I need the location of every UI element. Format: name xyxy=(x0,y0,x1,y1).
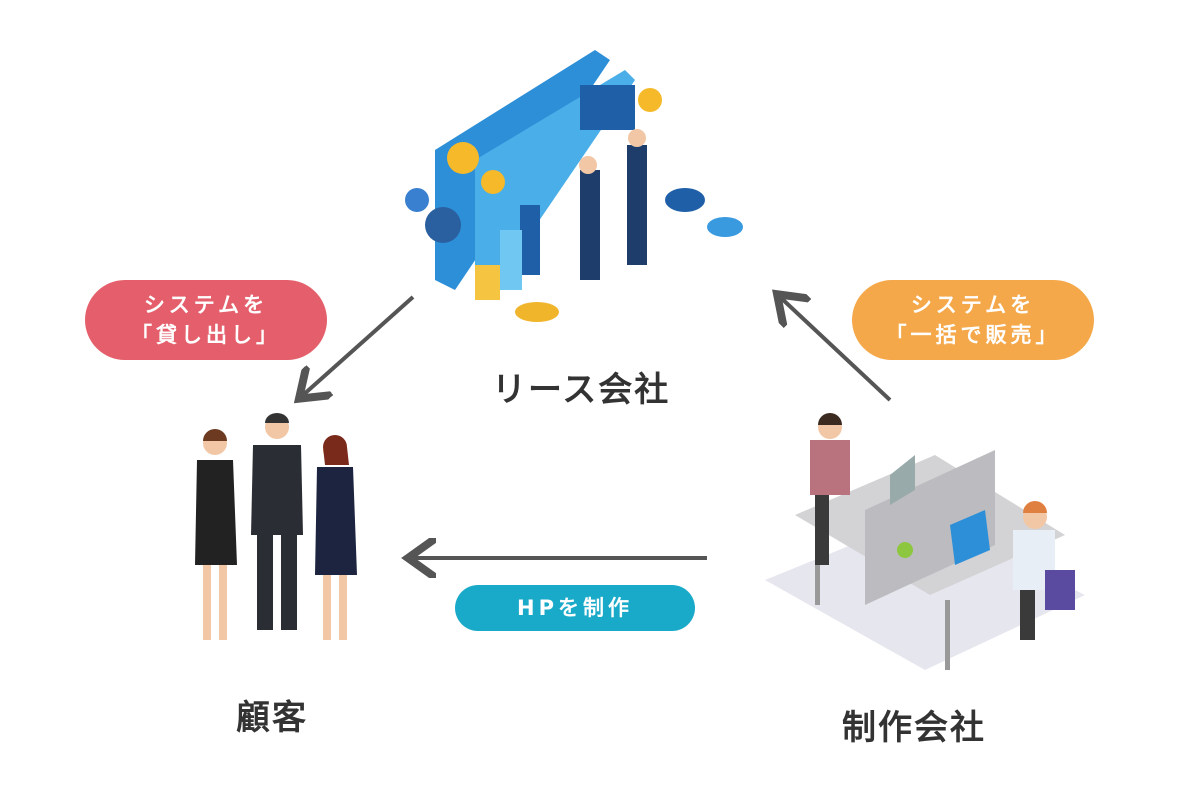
sell-system-badge: システムを 「一括で販売」 xyxy=(852,280,1094,360)
lend-line1: システムを xyxy=(143,293,269,317)
arrow-lease-to-customer xyxy=(302,295,415,396)
sell-line2: 「一括で販売」 xyxy=(885,323,1061,347)
lease-company-label: リース会社 xyxy=(492,370,671,410)
make-hp-badge: HPを制作 xyxy=(455,585,695,631)
sell-line1: システムを xyxy=(910,293,1036,317)
customer-label: 顧客 xyxy=(236,698,308,738)
make-hp-label: HPを制作 xyxy=(517,596,633,620)
lend-line2: 「貸し出し」 xyxy=(131,323,281,347)
production-company-label: 制作会社 xyxy=(842,708,986,748)
lend-system-badge: システムを 「貸し出し」 xyxy=(85,280,327,360)
production-company-illustration xyxy=(765,413,1085,670)
customer-illustration xyxy=(195,413,357,640)
lease-company-illustration xyxy=(405,50,743,322)
arrow-production-to-lease xyxy=(780,297,892,402)
